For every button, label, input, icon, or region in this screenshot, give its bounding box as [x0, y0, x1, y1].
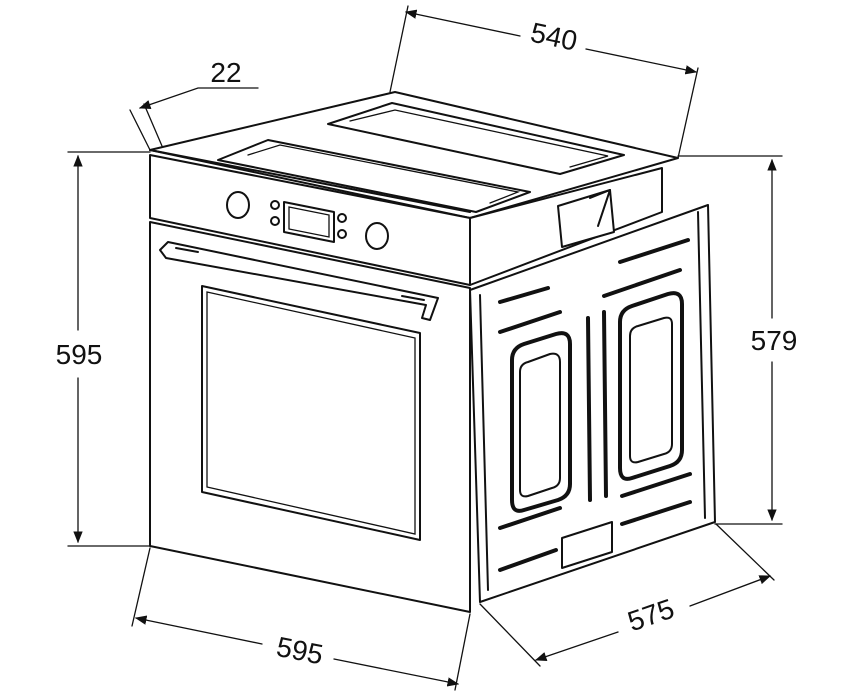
- dim-540-label: 540: [528, 17, 580, 57]
- left-knob: [226, 191, 250, 219]
- dim-540-ext-right: [677, 67, 699, 159]
- dim-22-ext-right: [143, 103, 163, 147]
- dim-575-line-b: [689, 575, 772, 607]
- side-bottom-block: [561, 521, 613, 569]
- dim-579-label: 579: [751, 325, 798, 356]
- dim-540-line-b: [585, 48, 698, 75]
- dim-22-label: 22: [210, 57, 241, 88]
- side-vent: [557, 189, 615, 248]
- dim-22-leader: [138, 87, 259, 109]
- dim-540-line-a: [404, 9, 521, 37]
- door-window-inner: [206, 291, 416, 535]
- side-panel-left: [510, 331, 572, 513]
- top-channel-left: [217, 139, 531, 213]
- side-center-rail-2: [602, 310, 608, 498]
- dim-595w-line-a: [134, 615, 263, 645]
- dim-595-width-label: 595: [274, 631, 326, 670]
- dim-575-line-a: [534, 631, 619, 662]
- display-screen-inner: [288, 206, 330, 238]
- door-window: [201, 285, 421, 541]
- oven-door: [149, 221, 471, 613]
- side-frame-front: [479, 294, 489, 591]
- display-button-3: [337, 213, 347, 223]
- dim-22-ext-left: [129, 109, 151, 151]
- dim-595w-line-b: [333, 658, 460, 687]
- display-button-1: [270, 200, 280, 210]
- side-panel-right: [618, 291, 684, 481]
- side-vent-flap: [589, 189, 611, 227]
- side-frame-back: [697, 211, 706, 519]
- display-button-2: [270, 216, 280, 226]
- side-rail-bottom: [498, 472, 692, 530]
- top-channel-right: [327, 102, 625, 175]
- dim-595w-ext-right: [454, 613, 471, 691]
- dim-595-height-label: 595: [56, 339, 103, 370]
- control-panel-lip: [149, 149, 471, 213]
- dim-575-label: 575: [624, 593, 678, 638]
- dim-575-ext-left: [479, 603, 541, 667]
- top-channel-left-inner: [247, 144, 521, 204]
- display-button-4: [337, 229, 347, 239]
- side-rail-bottom-2: [498, 500, 692, 572]
- door-handle-bracket-left: [175, 247, 199, 253]
- dim-540-ext-left: [389, 5, 409, 93]
- side-rail-top-2: [498, 238, 690, 304]
- oven-illustration: [149, 91, 716, 613]
- dim-575-ext-right: [715, 523, 775, 581]
- right-knob: [365, 222, 389, 250]
- oven-side-wall: [469, 204, 716, 603]
- side-panel-left-inner: [519, 352, 561, 498]
- display-screen: [283, 201, 335, 243]
- door-handle: [159, 241, 439, 321]
- top-channel-right-inner: [349, 109, 609, 168]
- side-panel-right-inner: [629, 316, 673, 464]
- dimension-lines: [67, 5, 783, 691]
- side-center-rail-1: [586, 316, 592, 502]
- dim-595w-ext-left: [131, 547, 151, 627]
- side-rail-top: [498, 268, 682, 334]
- door-handle-bracket-right: [401, 295, 425, 301]
